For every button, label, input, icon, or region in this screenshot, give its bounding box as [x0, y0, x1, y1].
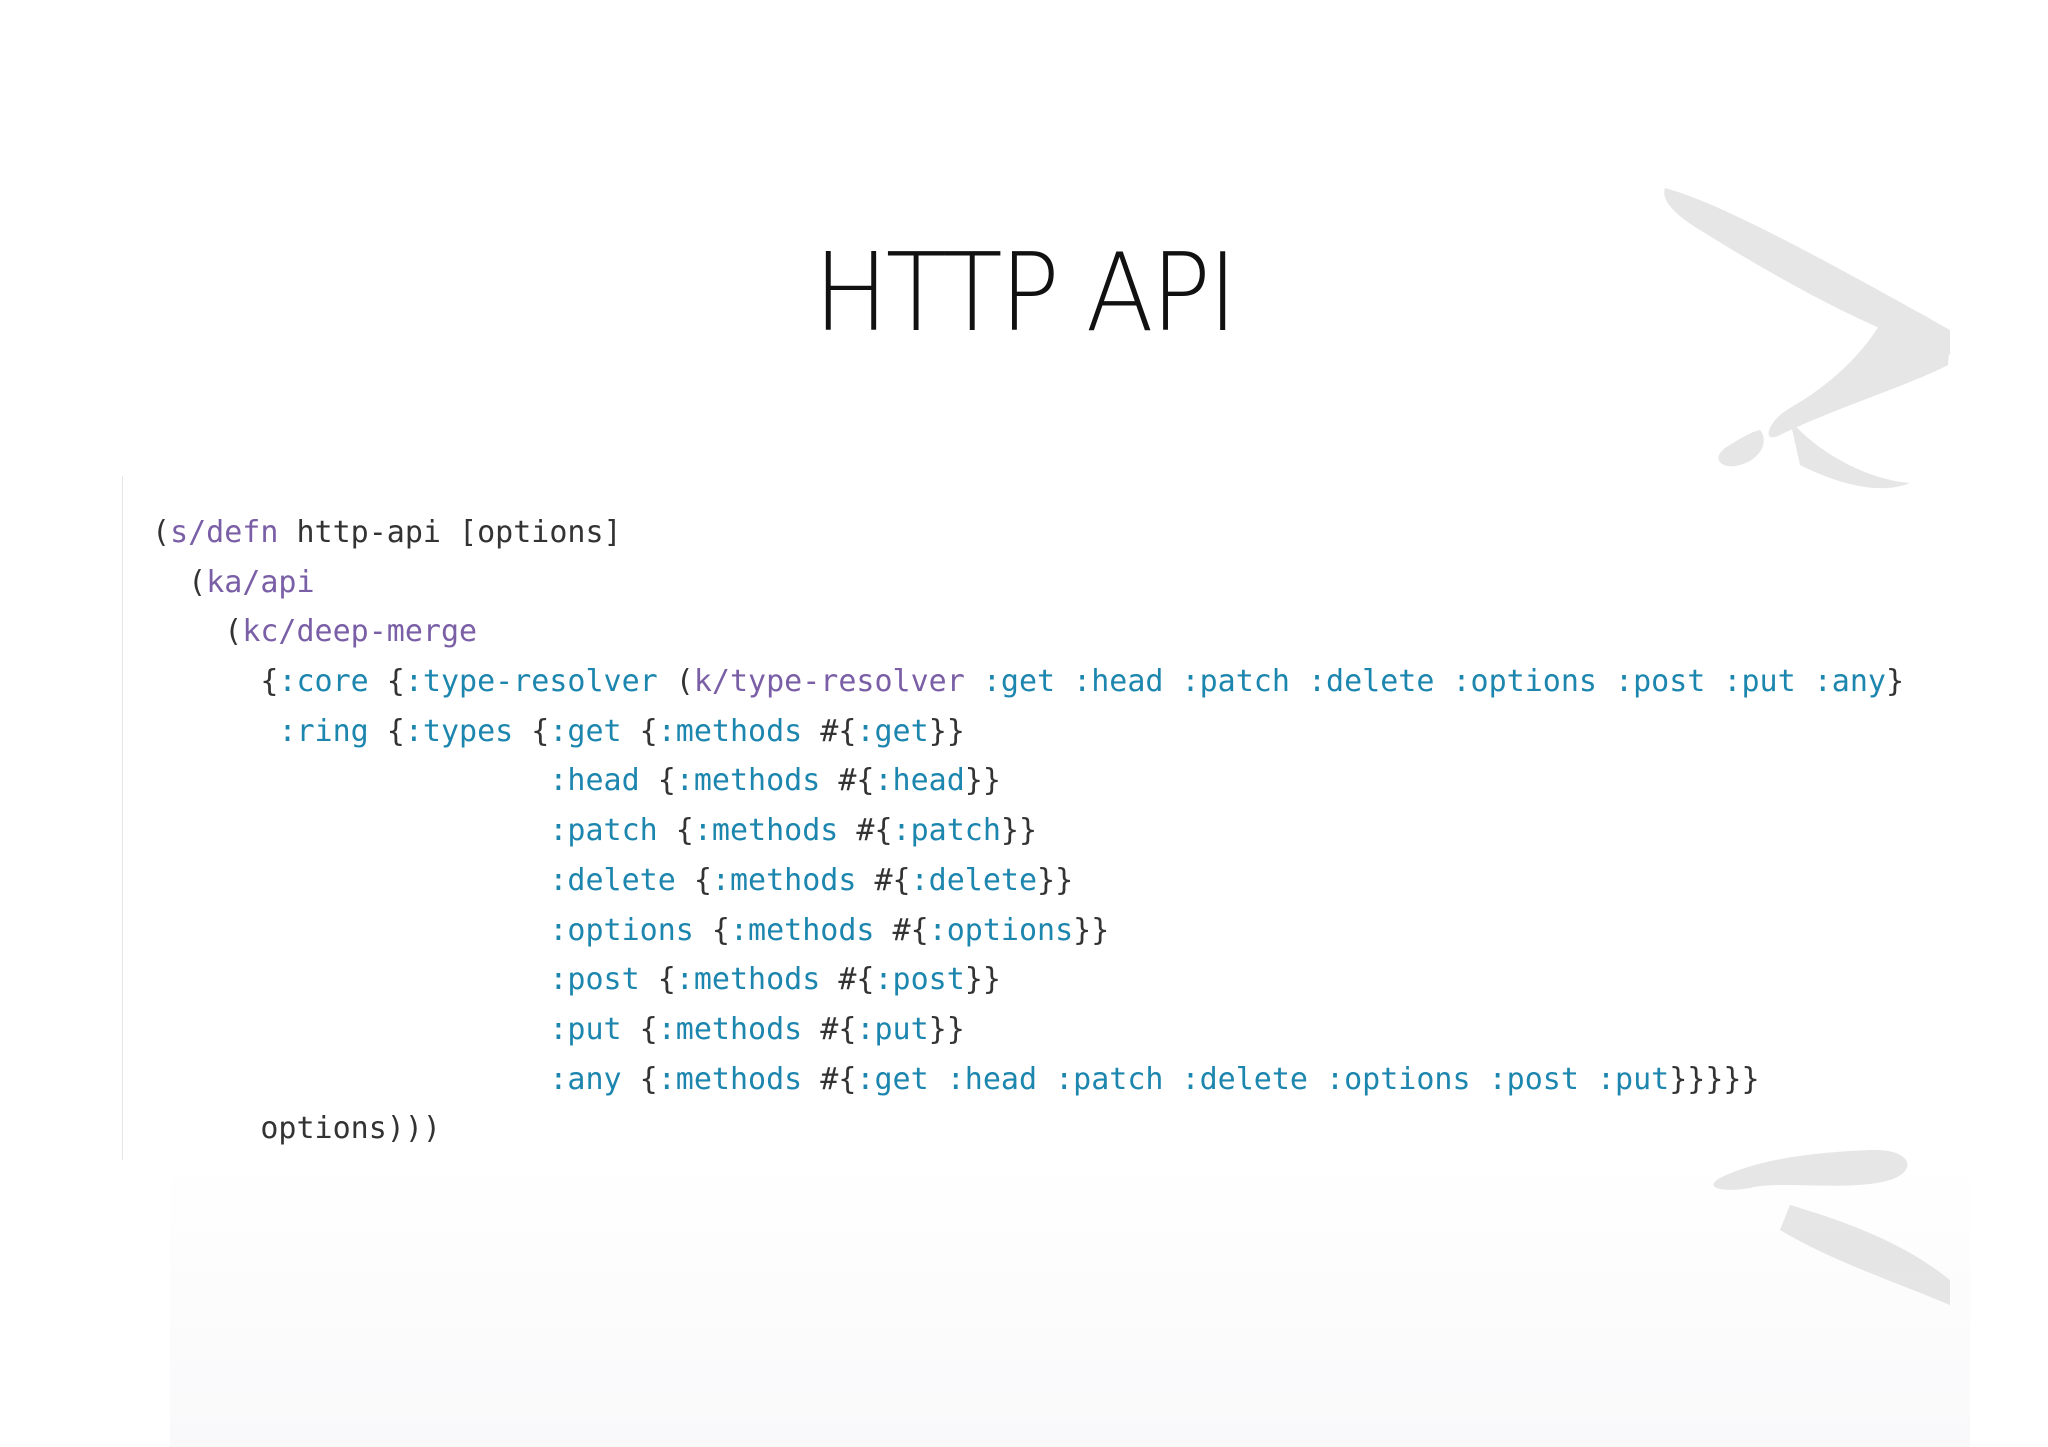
- code-keyword: :put: [549, 1011, 622, 1047]
- code-block: (s/defn http-api [options] (ka/api (kc/d…: [152, 508, 1904, 1154]
- code-line: :any {:methods #{:get :head :patch :dele…: [152, 1055, 1904, 1105]
- code-keyword: :methods: [693, 813, 839, 849]
- code-text: {: [675, 862, 712, 898]
- code-text: #{: [802, 1011, 857, 1047]
- code-keyword: :methods: [729, 912, 875, 948]
- code-line: :put {:methods #{:put}}: [152, 1005, 1904, 1055]
- code-keyword: :get :head :patch :delete :options :post…: [982, 664, 1886, 700]
- code-line: :options {:methods #{:options}}: [152, 906, 1904, 956]
- code-keyword: :delete: [910, 862, 1038, 898]
- code-text: [152, 913, 549, 948]
- code-text: [152, 962, 549, 997]
- code-text: #{: [820, 962, 875, 998]
- code-text: }}: [1000, 813, 1038, 849]
- code-symbol: ka/api: [206, 564, 315, 600]
- code-keyword: :head: [874, 763, 965, 799]
- code-text: {: [513, 713, 550, 749]
- code-line: :delete {:methods #{:delete}}: [152, 856, 1904, 906]
- code-text: }}: [928, 1011, 965, 1047]
- code-text: {: [621, 1011, 658, 1047]
- code-text: #{: [856, 862, 911, 898]
- code-text: }}: [964, 763, 1001, 799]
- code-text: (: [657, 664, 694, 700]
- code-line: {:core {:type-resolver (k/type-resolver …: [152, 657, 1904, 707]
- brush-stroke-decoration: [1664, 188, 1950, 1305]
- code-keyword: :any: [549, 1061, 622, 1097]
- code-keyword: :methods: [675, 763, 821, 799]
- code-line: :head {:methods #{:head}}: [152, 756, 1904, 806]
- code-keyword: :options: [928, 912, 1074, 948]
- code-text: }}: [1037, 862, 1074, 898]
- code-keyword: :get :head :patch :delete :options :post…: [856, 1061, 1670, 1097]
- code-text: http-api [options]: [278, 515, 622, 550]
- code-text: {: [621, 1061, 658, 1097]
- code-text: #{: [802, 713, 857, 749]
- code-keyword: :delete: [549, 862, 676, 898]
- code-keyword: :patch: [892, 813, 1001, 849]
- code-keyword: :post: [549, 962, 640, 998]
- code-text: {: [152, 664, 279, 700]
- code-keyword: :ring: [278, 713, 369, 749]
- code-text: [152, 813, 549, 848]
- code-text: options))): [152, 1111, 441, 1147]
- code-line: :ring {:types {:get {:methods #{:get}}: [152, 707, 1904, 757]
- code-keyword: :methods: [675, 962, 821, 998]
- code-text: }}: [1073, 912, 1110, 948]
- code-text: {: [657, 813, 694, 849]
- code-keyword: :methods: [711, 862, 857, 898]
- code-text: {: [368, 664, 405, 700]
- code-line: :patch {:methods #{:patch}}: [152, 806, 1904, 856]
- code-text: [152, 863, 549, 898]
- code-text: [152, 714, 278, 749]
- code-text: (: [152, 564, 207, 600]
- code-line: (s/defn http-api [options]: [152, 508, 1904, 558]
- code-line: (ka/api: [152, 558, 1904, 608]
- code-symbol: k/type-resolver: [693, 664, 965, 700]
- code-text: [152, 763, 549, 798]
- code-keyword: :type-resolver: [404, 664, 658, 700]
- code-text: #{: [820, 763, 875, 799]
- code-keyword: :put: [856, 1011, 929, 1047]
- code-text: [152, 1062, 549, 1097]
- code-text: {: [639, 962, 676, 998]
- code-text: {: [621, 713, 658, 749]
- code-text: [152, 1012, 549, 1047]
- code-text: }: [1885, 664, 1905, 700]
- code-keyword: :methods: [657, 1061, 803, 1097]
- code-keyword: :get: [549, 713, 622, 749]
- code-keyword: :methods: [657, 713, 803, 749]
- code-symbol: s/defn: [170, 515, 279, 550]
- code-line: (kc/deep-merge: [152, 607, 1904, 657]
- slide-title: HTTP API: [813, 231, 1238, 356]
- code-text: (: [152, 614, 243, 650]
- code-line: options))): [152, 1104, 1904, 1154]
- code-keyword: :core: [278, 664, 369, 700]
- code-text: }}: [964, 962, 1001, 998]
- code-text: (: [152, 515, 171, 550]
- code-symbol: kc/deep-merge: [242, 614, 478, 650]
- code-text: }}}}}: [1669, 1061, 1760, 1097]
- code-text: #{: [802, 1061, 857, 1097]
- code-keyword: :types: [404, 713, 514, 749]
- code-block-rule: [122, 476, 123, 1160]
- code-text: }}: [928, 713, 965, 749]
- code-keyword: :options: [549, 912, 694, 948]
- code-line: :post {:methods #{:post}}: [152, 955, 1904, 1005]
- code-keyword: :patch: [549, 813, 658, 849]
- code-text: #{: [874, 912, 929, 948]
- code-keyword: :methods: [657, 1011, 803, 1047]
- code-text: {: [639, 763, 676, 799]
- code-text: [965, 664, 983, 699]
- code-text: {: [368, 713, 405, 749]
- code-keyword: :post: [874, 962, 965, 998]
- code-text: #{: [838, 813, 893, 849]
- code-text: {: [693, 912, 730, 948]
- code-keyword: :get: [856, 713, 929, 749]
- code-keyword: :head: [549, 763, 640, 799]
- background-tint: [170, 1160, 1970, 1447]
